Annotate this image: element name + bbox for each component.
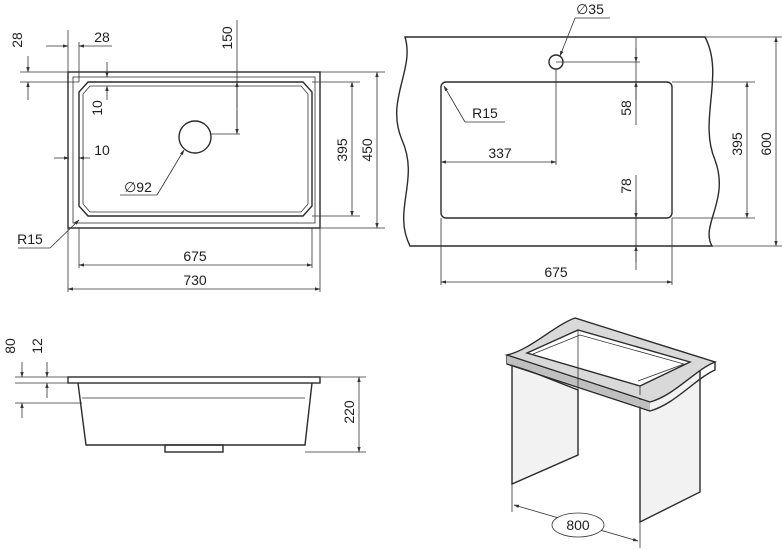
dim-150-label: 150	[219, 26, 235, 50]
sink-side-flange	[67, 376, 321, 384]
dim-28-vertical-label: 28	[9, 32, 25, 48]
sink-side-bowl	[77, 382, 313, 446]
dim-58-label: 58	[618, 100, 634, 116]
dim-800-bubble	[551, 512, 605, 538]
sink-side-drain	[164, 444, 224, 453]
dim-28-horizontal-label: 28	[94, 29, 110, 45]
sink-rim-inner	[72, 76, 316, 224]
dim-cutout-r15-label: R15	[472, 105, 498, 121]
dim-600-label: 600	[758, 132, 774, 156]
dim-10-vertical-label: 10	[89, 100, 105, 116]
dim-drain-diameter-label: ∅92	[124, 179, 152, 195]
dim-10-horizontal-label: 10	[94, 142, 110, 158]
dim-cutout-675-label: 675	[544, 264, 568, 280]
dim-78-label: 78	[618, 178, 634, 194]
sink-outer-rim	[67, 71, 321, 229]
cutout-opening	[440, 81, 673, 219]
dim-337-label: 337	[488, 145, 512, 161]
cutout-iso-inner-wall	[532, 334, 686, 382]
dim-12-label: 12	[29, 338, 45, 354]
dim-395-label: 395	[334, 138, 350, 162]
dim-675-label: 675	[183, 248, 207, 264]
dim-tap-hole-diameter-label: ∅35	[576, 1, 604, 17]
dim-800-label: 800	[566, 517, 590, 533]
top-view: 28 28 150 10 10 395 450 ∅92 R15	[9, 20, 385, 292]
cutout-iso-opening	[524, 329, 692, 387]
sink-bowl-inner-outline	[82, 85, 309, 213]
dim-220-label: 220	[341, 400, 357, 424]
side-view: 80 12 220	[2, 338, 366, 453]
dim-730-label: 730	[183, 272, 207, 288]
dim-450-label: 450	[359, 138, 375, 162]
drain-hole	[178, 120, 212, 154]
dim-r15-label: R15	[17, 231, 43, 247]
cutout-view: ∅35 R15 337 58 78 395 600 675	[396, 1, 782, 285]
sink-bowl-outline	[78, 81, 313, 217]
countertop-iso-edge	[506, 355, 716, 412]
dim-cutout-395-label: 395	[729, 132, 745, 156]
dim-80-label: 80	[2, 338, 18, 354]
isometric-view: 800	[504, 317, 718, 548]
countertop-iso-front-face	[507, 356, 650, 410]
cabinet-left-panel	[511, 362, 579, 486]
